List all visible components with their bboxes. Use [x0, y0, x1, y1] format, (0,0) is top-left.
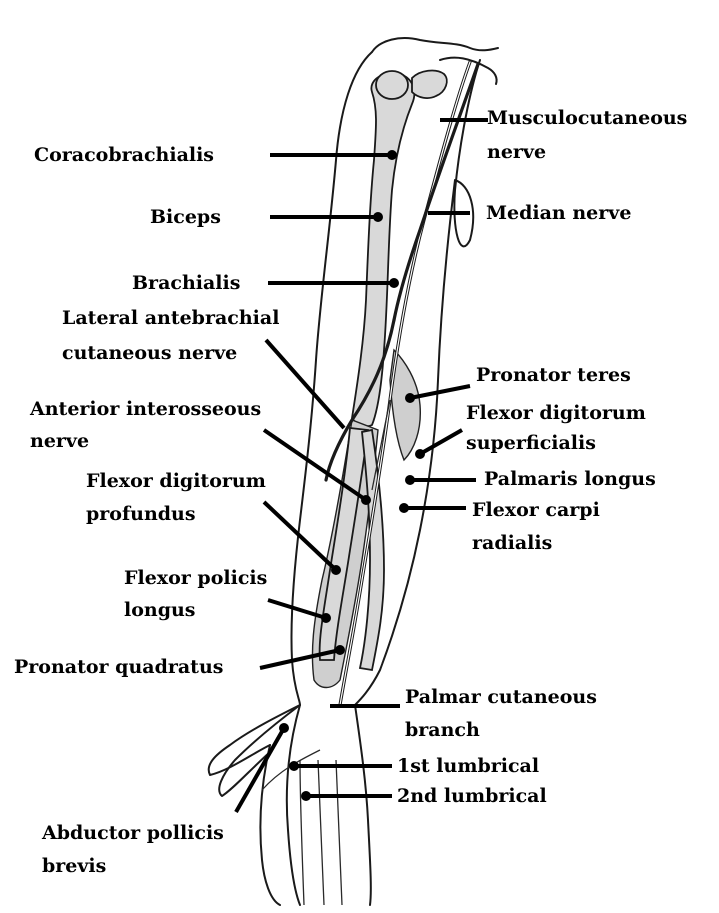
label-fds-line1: Flexor digitorum: [466, 401, 646, 425]
label-fcr-line2: radialis: [472, 531, 552, 555]
label-fdp-line1: Flexor digitorum: [86, 469, 266, 493]
marker-biceps: [373, 212, 383, 222]
label-palmar-cutaneous-line1: Palmar cutaneous: [405, 685, 597, 709]
marker-lumbrical-2: [301, 791, 311, 801]
label-pronator-quadratus: Pronator quadratus: [14, 655, 223, 679]
marker-brachialis: [389, 278, 399, 288]
marker-fcr: [399, 503, 409, 513]
marker-anterior-interosseous: [361, 495, 371, 505]
marker-coracobrachialis: [387, 150, 397, 160]
leader-pronator-quadratus: [260, 650, 340, 668]
label-palmar-cutaneous-line2: branch: [405, 718, 480, 742]
label-anterior-interosseous-line1: Anterior interosseous: [30, 397, 261, 421]
leader-fpl: [268, 600, 326, 618]
label-lumbrical-2: 2nd lumbrical: [397, 784, 547, 808]
marker-pronator-quadratus: [335, 645, 345, 655]
marker-abductor: [279, 723, 289, 733]
marker-fds: [415, 449, 425, 459]
label-musculocutaneous-line2: nerve: [487, 140, 546, 164]
leader-pronator-teres: [410, 386, 470, 398]
label-median-nerve: Median nerve: [486, 201, 631, 225]
label-fds-line2: superficialis: [466, 431, 596, 455]
marker-fdp: [331, 565, 341, 575]
marker-fpl: [321, 613, 331, 623]
label-biceps: Biceps: [150, 205, 221, 229]
label-musculocutaneous-line1: Musculocutaneous: [487, 106, 687, 130]
label-lateral-antebrachial-line1: Lateral antebrachial: [62, 306, 279, 330]
label-palmaris-longus: Palmaris longus: [484, 467, 656, 491]
label-lumbrical-1: 1st lumbrical: [397, 754, 539, 778]
label-anterior-interosseous-line2: nerve: [30, 429, 89, 453]
label-fpl-line2: longus: [124, 598, 196, 622]
leader-fds: [420, 430, 462, 454]
marker-palmaris-longus: [405, 475, 415, 485]
label-fdp-line2: profundus: [86, 502, 196, 526]
label-abductor-line1: Abductor pollicis: [42, 821, 224, 845]
label-lateral-antebrachial-line2: cutaneous nerve: [62, 341, 237, 365]
leader-lateral-antebrachial: [266, 340, 344, 428]
leader-abductor: [236, 728, 284, 812]
label-fcr-line1: Flexor carpi: [472, 498, 600, 522]
label-abductor-line2: brevis: [42, 854, 106, 878]
label-coracobrachialis: Coracobrachialis: [34, 143, 214, 167]
label-pronator-teres: Pronator teres: [476, 363, 631, 387]
label-brachialis: Brachialis: [132, 271, 240, 295]
marker-lumbrical-1: [289, 761, 299, 771]
label-fpl-line1: Flexor policis: [124, 566, 267, 590]
marker-pronator-teres: [405, 393, 415, 403]
leader-anterior-interosseous: [264, 430, 366, 500]
leader-fdp: [264, 502, 336, 570]
